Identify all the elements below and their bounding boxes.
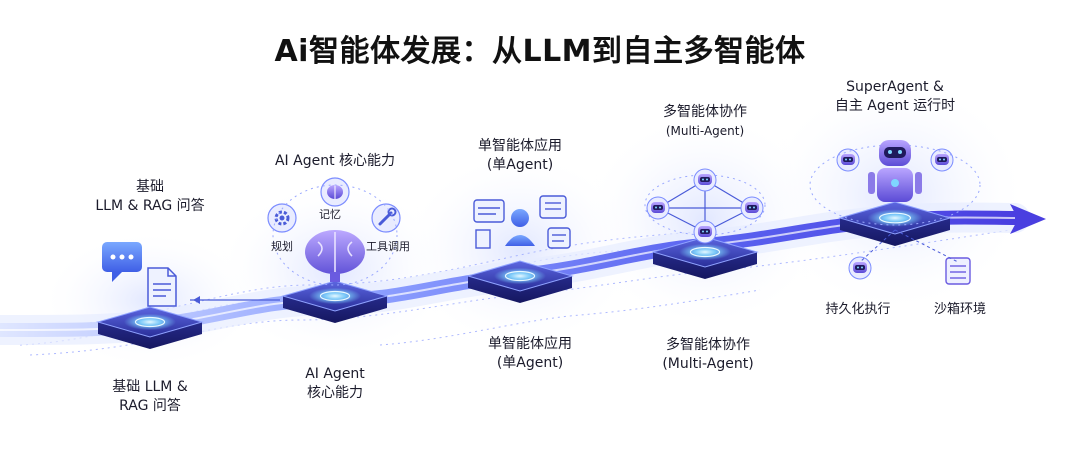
robot-head-icon [836, 148, 860, 172]
stage4-top-label: 多智能体协作(Multi-Agent) [663, 104, 747, 138]
stage4-bottom-label: 多智能体协作(Multi-Agent) [662, 337, 754, 372]
stage2-top-label: AI Agent 核心能力 [274, 153, 396, 169]
stage3-icons [473, 195, 571, 249]
stage1-icons [102, 242, 280, 307]
stage4-icons [644, 148, 954, 280]
capability-memory-label: 记忆 [319, 208, 341, 221]
platform-stage-1 [96, 306, 204, 349]
robot-head-icon [930, 148, 954, 172]
robot-head-icon [693, 168, 717, 192]
stage-platforms [96, 201, 952, 349]
stage1-bottom-label: 基础 LLM &RAG 问答 [112, 379, 188, 414]
stage3-bottom-label: 单智能体应用(单Agent) [488, 336, 572, 371]
list-icon [539, 195, 571, 249]
robot-head-icon [646, 196, 670, 220]
platform-stage-3 [466, 260, 574, 303]
stage3-top-label: 单智能体应用(单Agent) [478, 138, 562, 173]
window-icon [473, 199, 505, 249]
stage5-top-label: SuperAgent &自主 Agent 运行时 [834, 79, 956, 114]
brain-icon [327, 185, 343, 199]
large-brain-icon [305, 230, 365, 282]
persistent-execution-label: 持久化执行 [825, 302, 891, 317]
track-arrowhead [1010, 204, 1046, 234]
platform-stage-4 [651, 236, 759, 279]
page-title: Ai智能体发展：从LLM到自主多智能体 [274, 34, 806, 69]
capability-planning-label: 规划 [271, 240, 293, 253]
document-icon [147, 267, 177, 307]
stage2-icons [267, 177, 401, 286]
server-icon [945, 257, 971, 285]
sandbox-environment-label: 沙箱环境 [933, 302, 987, 317]
robot-head-icon [740, 196, 764, 220]
robot-head-icon [848, 256, 872, 280]
capability-tools-label: 工具调用 [366, 240, 410, 253]
robot-icon [868, 140, 922, 202]
chat-bubble-icon [102, 242, 142, 282]
gear-icon [274, 210, 290, 226]
platform-stage-5 [838, 201, 952, 246]
platform-stage-2 [281, 280, 389, 323]
robot-head-icon [693, 220, 717, 244]
user-icon [505, 209, 535, 246]
stage5-icons [809, 140, 981, 285]
